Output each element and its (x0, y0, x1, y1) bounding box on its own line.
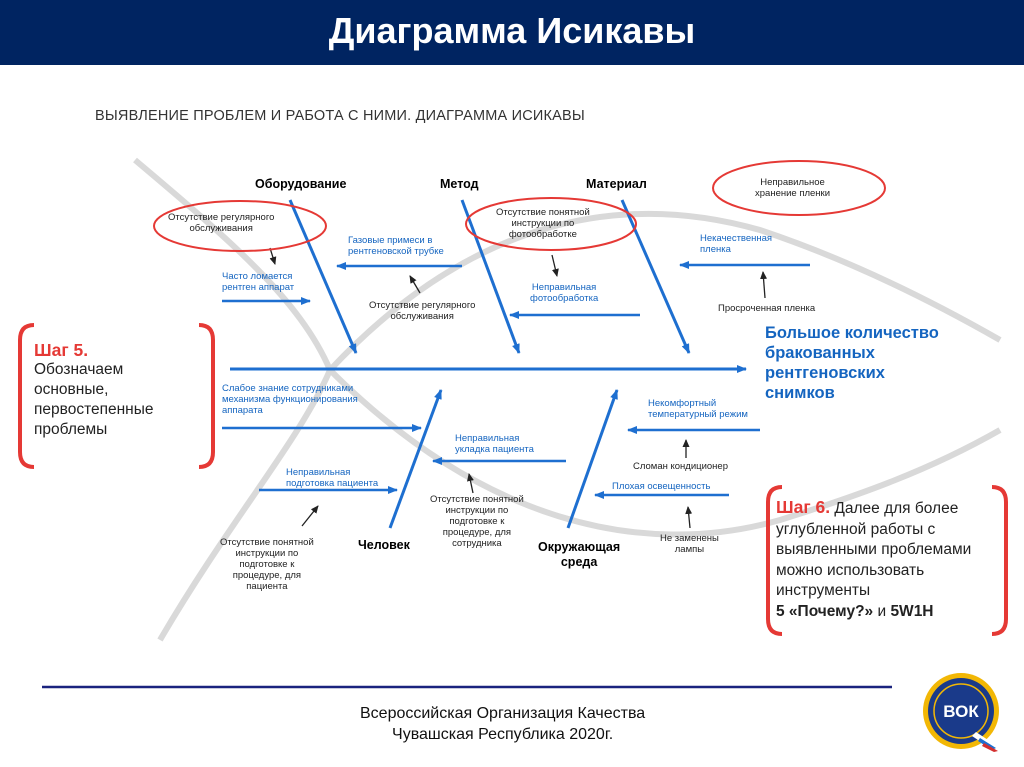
bone-environment (566, 389, 619, 529)
bone-method (460, 199, 521, 354)
step6-note: Шаг 6. Далее для более углубленной работ… (776, 497, 972, 620)
cause-expired-film: Просроченная пленка (718, 303, 816, 314)
category-equipment: Оборудование (255, 177, 347, 191)
category-material: Материал (586, 177, 647, 191)
cause-poor-lighting: Плохая освещенность (612, 481, 711, 492)
bone-person (388, 389, 443, 529)
bone-material (620, 199, 691, 354)
logo-text: ВОК (943, 702, 979, 721)
category-environment: Окружающая среда (538, 540, 621, 569)
diagram-title: ВЫЯВЛЕНИЕ ПРОБЛЕМ И РАБОТА С НИМИ. ДИАГР… (95, 108, 585, 124)
fish-outline (133, 157, 1002, 642)
slide-title: Диаграмма Исикавы (328, 10, 696, 51)
bone-equipment (288, 199, 358, 354)
small-black-arrows (269, 247, 768, 529)
step-brackets (18, 323, 1008, 636)
category-person: Человек (358, 538, 410, 552)
step5-note: Шаг 5. Обозначаем основные, первостепенн… (34, 340, 154, 438)
highlight-ellipses (153, 160, 886, 252)
sub-arrows (222, 261, 810, 499)
slide-header (0, 0, 1024, 65)
category-method: Метод (440, 177, 479, 191)
footer-text: Всероссийская Организация Качества Чуваш… (360, 705, 646, 743)
cause-broken-ac: Сломан кондиционер (633, 461, 728, 472)
vok-logo: ВОК (923, 673, 999, 752)
